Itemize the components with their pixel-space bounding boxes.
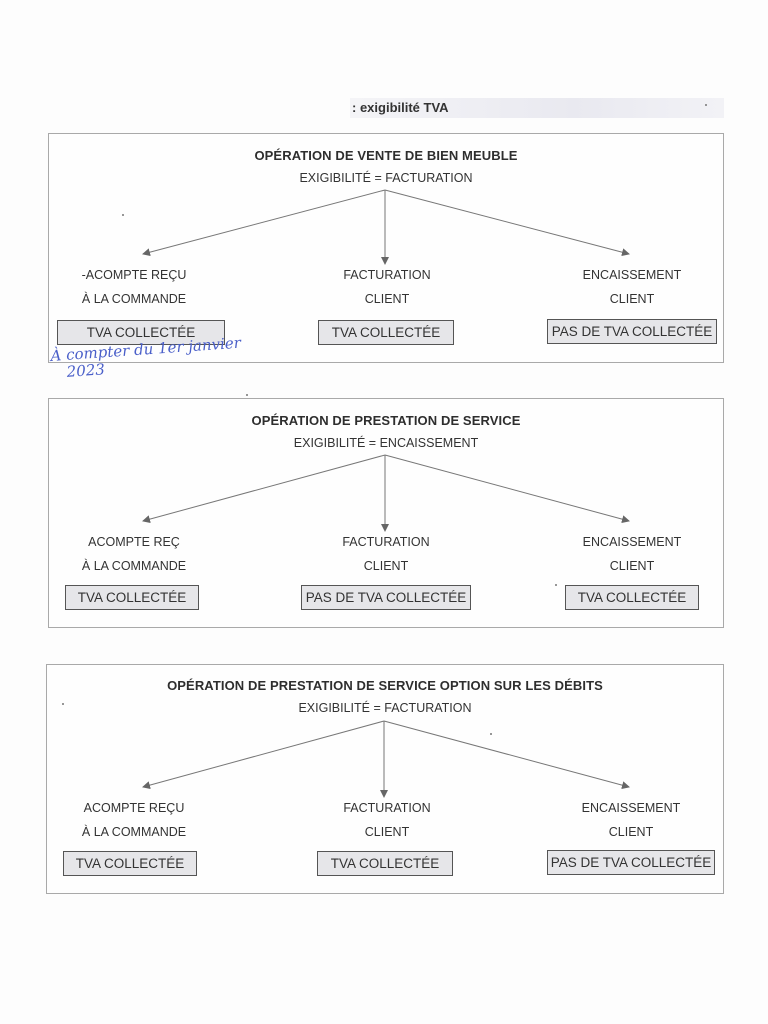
header-highlight [350, 98, 724, 118]
branch-left-label: ACOMPTE REÇU À LA COMMANDE [81, 801, 187, 839]
scan-speck [62, 703, 64, 705]
scan-speck [490, 733, 492, 735]
panel-subtitle: EXIGIBILITÉ = ENCAISSEMENT [293, 436, 479, 450]
panel-subtitle: EXIGIBILITÉ = FACTURATION [298, 701, 472, 715]
panel-prestation-option-debits: OPÉRATION DE PRESTATION DE SERVICE OPTIO… [46, 664, 724, 894]
branch-mid-label: FACTURATION CLIENT [342, 535, 430, 573]
scan-speck [246, 394, 248, 396]
page-title: : exigibilité TVA [352, 100, 449, 115]
branch-left-label: ACOMPTE REÇ À LA COMMANDE [81, 535, 187, 573]
branch-mid-label: FACTURATION CLIENT [343, 268, 431, 306]
branch-right-label: ENCAISSEMENT CLIENT [581, 801, 681, 839]
scan-speck [705, 104, 707, 106]
status-tag-mid: PAS DE TVA COLLECTÉE [301, 585, 471, 610]
panel-title: OPÉRATION DE VENTE DE BIEN MEUBLE [254, 148, 518, 163]
panel-subtitle: EXIGIBILITÉ = FACTURATION [299, 171, 473, 185]
branch-arrows [142, 189, 630, 265]
scan-speck [555, 584, 557, 586]
status-tag-right: TVA COLLECTÉE [565, 585, 699, 610]
status-tag-left: TVA COLLECTÉE [57, 320, 225, 345]
scan-speck [122, 214, 124, 216]
branch-right-label: ENCAISSEMENT CLIENT [582, 268, 682, 306]
status-tag-right: PAS DE TVA COLLECTÉE [547, 850, 715, 875]
branch-mid-label: FACTURATION CLIENT [343, 801, 431, 839]
panel-title: OPÉRATION DE PRESTATION DE SERVICE OPTIO… [167, 678, 603, 693]
panel-vente-bien-meuble: OPÉRATION DE VENTE DE BIEN MEUBLE EXIGIB… [48, 133, 724, 363]
panel-title: OPÉRATION DE PRESTATION DE SERVICE [251, 413, 521, 428]
status-tag-right: PAS DE TVA COLLECTÉE [547, 319, 717, 344]
status-tag-mid: TVA COLLECTÉE [317, 851, 453, 876]
branch-left-label: -ACOMPTE REÇU À LA COMMANDE [81, 268, 187, 306]
status-tag-mid: TVA COLLECTÉE [318, 320, 454, 345]
panel-prestation-service: OPÉRATION DE PRESTATION DE SERVICE EXIGI… [48, 398, 724, 628]
branch-arrows [142, 720, 630, 798]
branch-right-label: ENCAISSEMENT CLIENT [582, 535, 682, 573]
status-tag-left: TVA COLLECTÉE [63, 851, 197, 876]
status-tag-left: TVA COLLECTÉE [65, 585, 199, 610]
branch-arrows [142, 454, 630, 532]
